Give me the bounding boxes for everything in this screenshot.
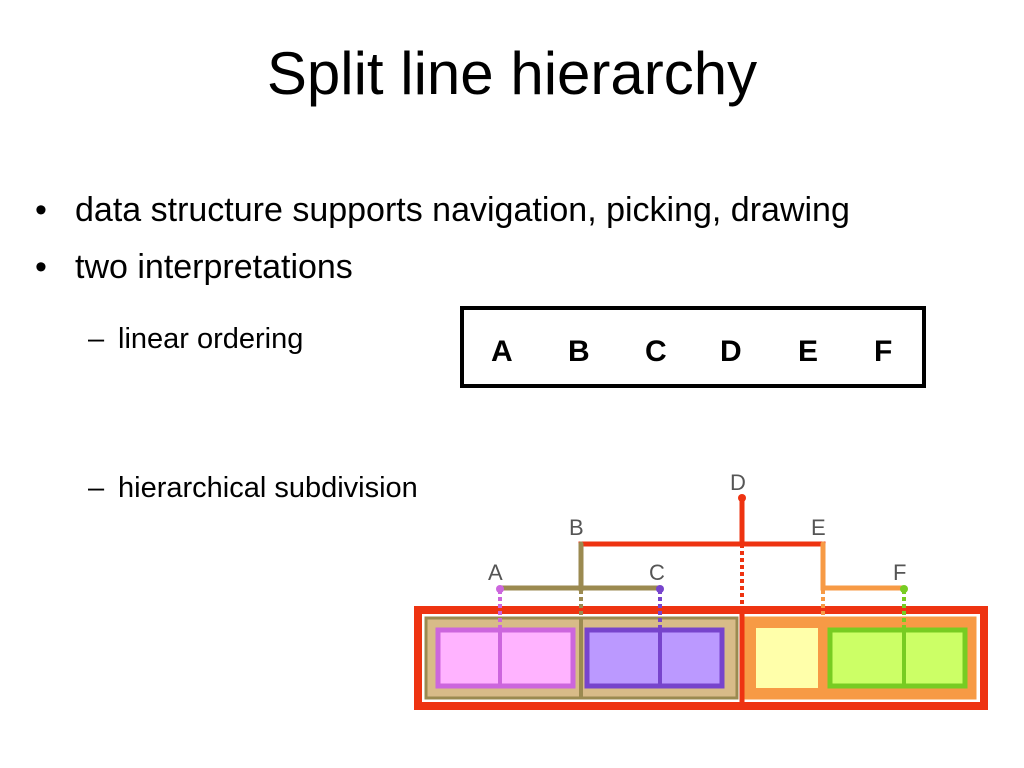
tree-e-branch: [820, 541, 907, 591]
tree-lines: [496, 494, 908, 593]
bullet-2-text: two interpretations: [75, 248, 353, 286]
node-a: [496, 585, 504, 593]
cell-f-frame: [827, 627, 968, 689]
sub-bullet-hierarchical-text: hierarchical subdivision: [118, 472, 418, 504]
node-label-f: F: [893, 560, 906, 585]
node-label-b: B: [569, 515, 584, 540]
bullet-2: • two interpretations: [35, 247, 353, 287]
order-letter-a: A: [491, 335, 513, 368]
dash-glyph: –: [88, 472, 105, 504]
order-letter-e: E: [798, 335, 819, 368]
order-letter-c: C: [645, 335, 667, 368]
bullet-1-text: data structure supports navigation, pick…: [75, 191, 850, 229]
node-label-e: E: [811, 515, 826, 540]
sub-bullet-linear: –linear ordering: [88, 322, 303, 356]
outer-frame-d: [414, 606, 988, 710]
node-label-d: D: [730, 470, 746, 495]
node-f: [900, 585, 908, 593]
order-letter-f: F: [874, 335, 893, 368]
node-c: [656, 585, 664, 593]
cell-c-frame: [584, 627, 725, 689]
linear-ordering-box: A B C D E F: [460, 306, 926, 388]
node-label-c: C: [649, 560, 665, 585]
bullet-glyph: •: [35, 248, 47, 286]
bullet-1: • data structure supports navigation, pic…: [35, 190, 850, 230]
order-letter-d: D: [720, 335, 742, 368]
sub-bullet-hierarchical: –hierarchical subdivision: [88, 471, 418, 505]
cell-structure: [414, 606, 988, 710]
bullet-glyph: •: [35, 191, 47, 229]
sub-bullet-linear-text: linear ordering: [118, 323, 304, 355]
dotted-connectors: [498, 544, 906, 630]
node-d: [738, 494, 746, 502]
slide-title: Split line hierarchy: [266, 40, 758, 107]
dash-glyph: –: [88, 323, 105, 355]
tree-d-branch: [578, 541, 826, 571]
order-letter-b: B: [568, 335, 590, 368]
node-label-a: A: [488, 560, 503, 585]
cell-a-frame: [435, 627, 576, 689]
cell-yellow: [756, 628, 818, 688]
